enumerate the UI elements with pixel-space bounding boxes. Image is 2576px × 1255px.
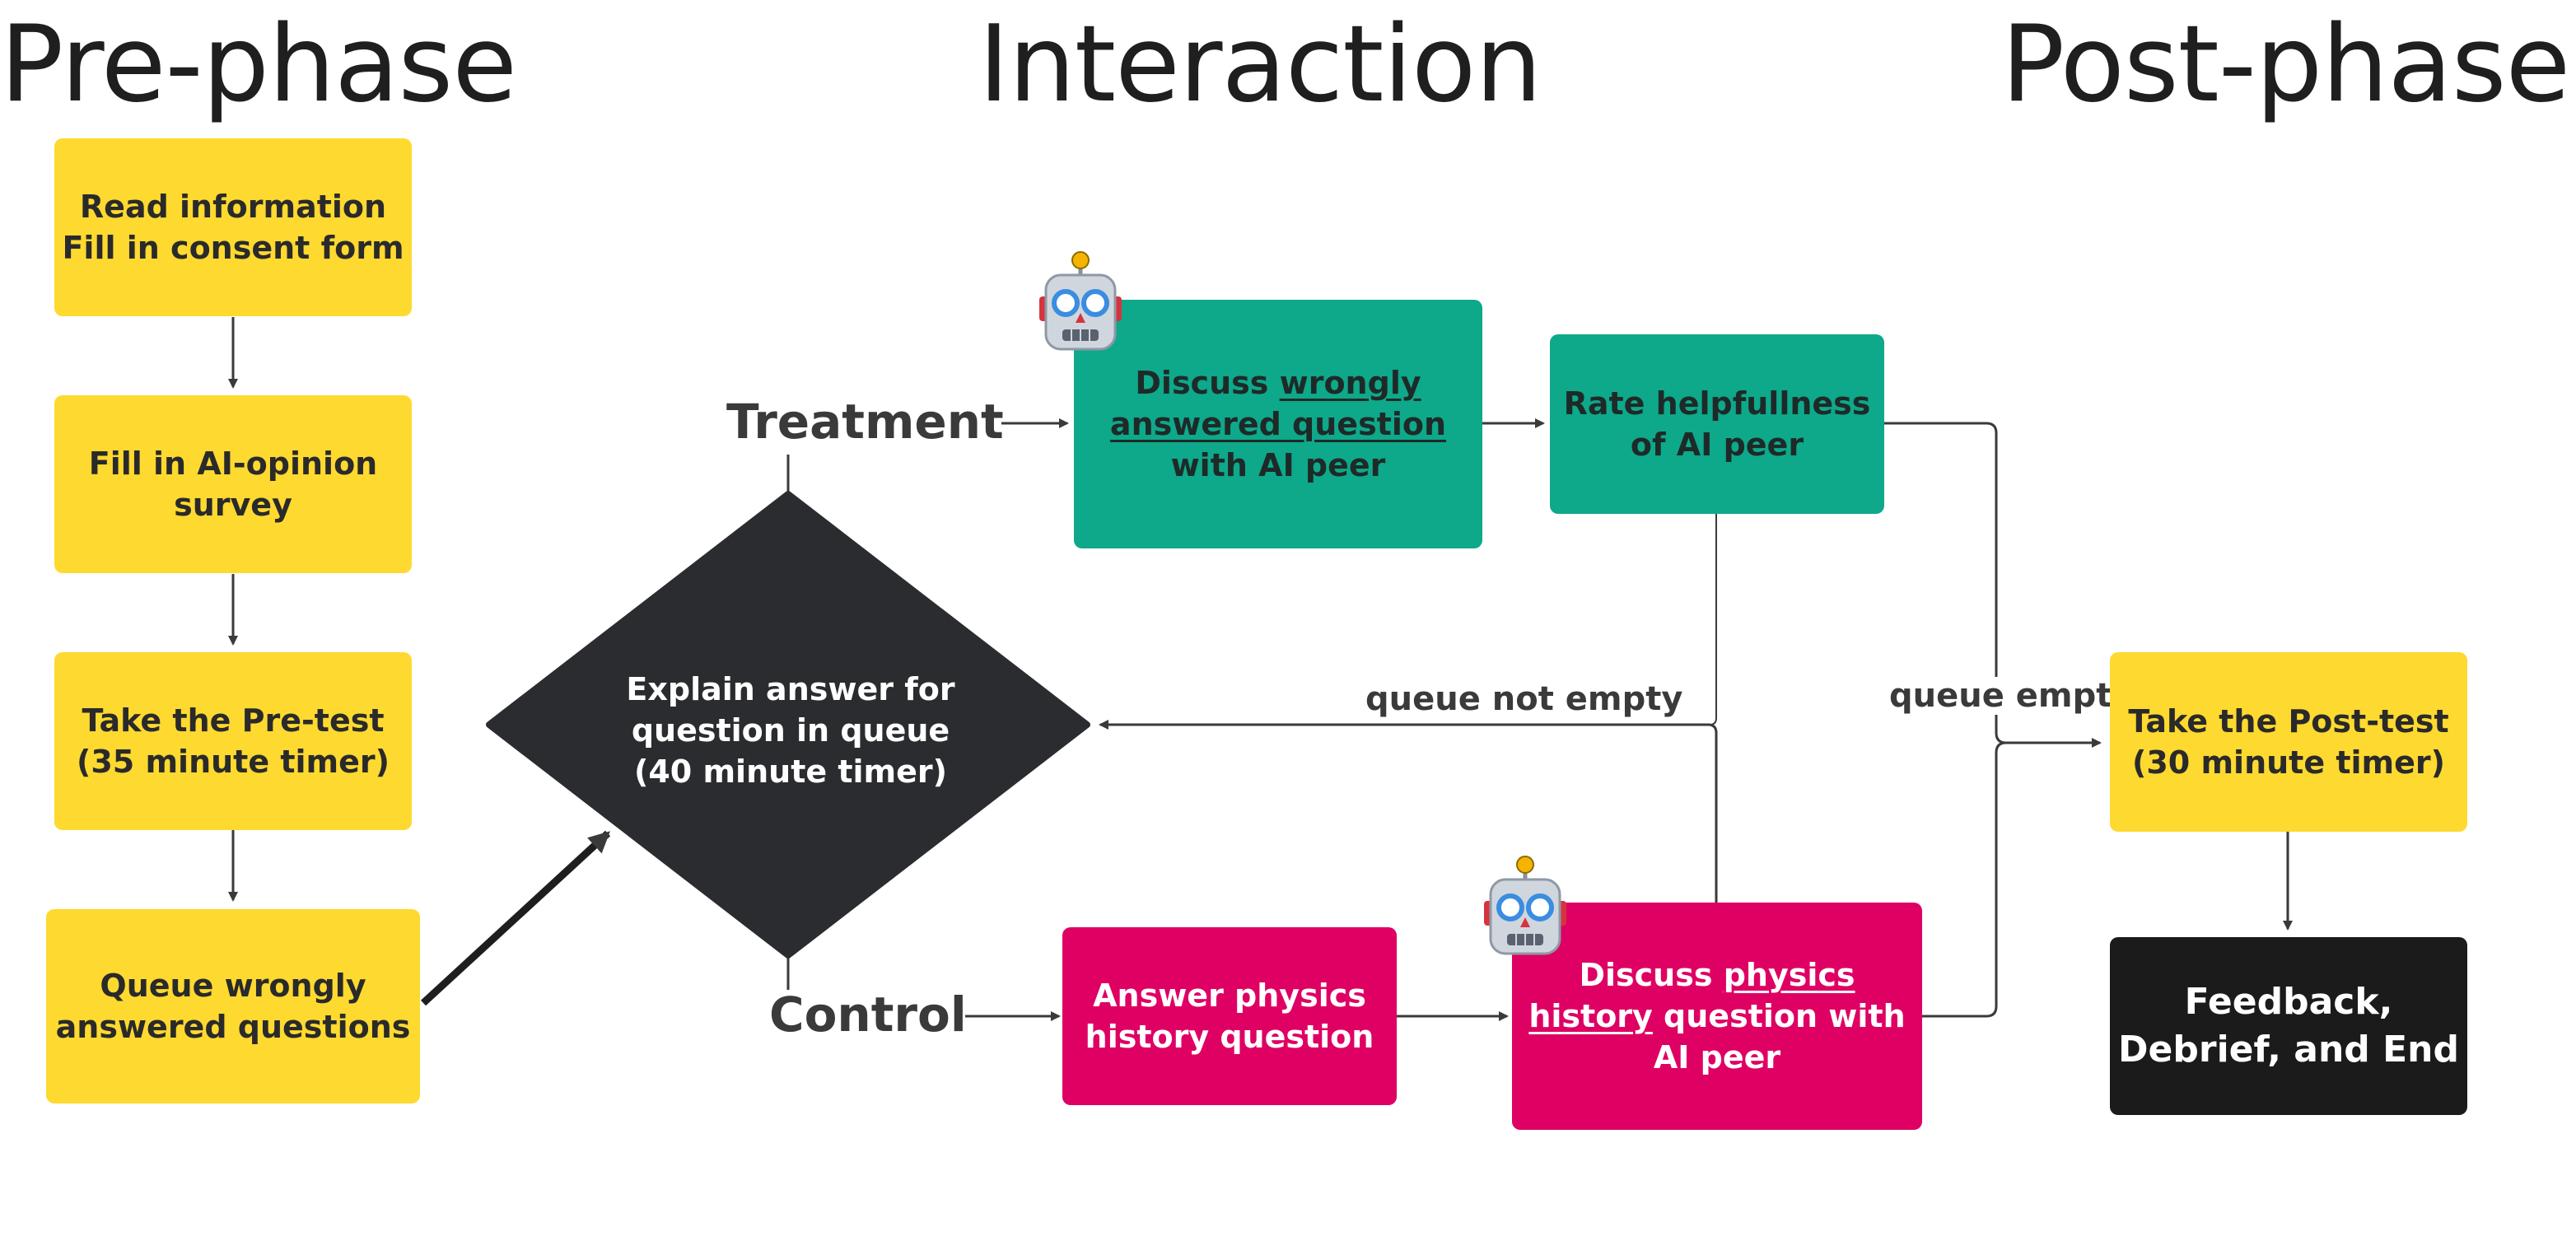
control-discuss-underlined-1: physics [1723, 957, 1855, 993]
treatment-label: Treatment [726, 394, 1004, 450]
decision-diamond [486, 491, 1090, 959]
control-discuss-suffix: question with [1652, 998, 1906, 1034]
box-queue-line-2: answered questions [55, 1009, 411, 1045]
treatment-discuss-line-2: answered question [1110, 404, 1446, 445]
control-discuss-line-1: Discuss physics [1579, 954, 1855, 996]
answer-line-1: Answer physics [1093, 977, 1366, 1014]
end-line-1: Feedback, [2184, 981, 2393, 1023]
box-control-discuss: Discuss physics history question with AI… [1512, 903, 1922, 1130]
treatment-discuss-line-3: with AI peer [1170, 447, 1386, 483]
control-discuss-underlined-2: history [1528, 998, 1653, 1034]
end-line-2: Debrief, and End [2118, 1029, 2459, 1071]
control-label: Control [769, 987, 967, 1043]
treatment-discuss-underlined-2: answered question [1109, 406, 1447, 442]
box-pretest: Take the Pre-test (35 minute timer) [54, 652, 412, 830]
diamond-label: Explain answer for question in queue (40… [626, 660, 954, 800]
diamond-line-3: (40 minute timer) [633, 753, 948, 790]
box-answer-physics-history: Answer physics history question [1062, 927, 1397, 1105]
box-pretest-line-2: (35 minute timer) [76, 744, 390, 780]
diamond-line-1: Explain answer for [626, 671, 955, 707]
rate-line-1: Rate helpfullness [1563, 385, 1871, 422]
control-discuss-line-3: AI peer [1653, 1039, 1781, 1075]
robot-icon [1039, 251, 1122, 351]
queue-empty-label: queue empty [1888, 677, 2135, 715]
heading-pre-phase: Pre-phase [0, 3, 517, 126]
arrow-queue-not-empty [1099, 720, 1718, 903]
box-consent-line-1: Read information [79, 189, 387, 225]
robot-icon [1484, 856, 1566, 955]
box-treatment-discuss: Discuss wrongly answered question with A… [1074, 300, 1482, 548]
posttest-line-1: Take the Post-test [2128, 703, 2449, 739]
diamond-line-2: question in queue [631, 712, 950, 749]
control-discuss-prefix: Discuss [1579, 957, 1724, 993]
box-queue-wrong-answers: Queue wrongly answered questions [46, 909, 420, 1103]
arrow-queue-to-diamond [420, 830, 611, 1006]
box-rate-helpfulness: Rate helpfullness of AI peer [1550, 334, 1884, 514]
queue-not-empty-label: queue not empty [1364, 680, 1685, 718]
posttest-line-2: (30 minute timer) [2131, 744, 2446, 781]
box-queue-line-1: Queue wrongly [100, 968, 366, 1004]
control-discuss-line-2: history question with [1528, 996, 1905, 1037]
line-rate-down [1705, 514, 1717, 725]
treatment-discuss-line-1: Discuss wrongly [1135, 362, 1421, 404]
heading-post-phase: Post-phase [2001, 3, 2570, 126]
box-posttest: Take the Post-test (30 minute timer) [2110, 652, 2467, 832]
treatment-discuss-prefix: Discuss [1135, 365, 1280, 401]
heading-interaction: Interaction [978, 3, 1542, 126]
box-consent-line-2: Fill in consent form [62, 230, 404, 266]
box-survey-line-1: Fill in AI-opinion [88, 446, 378, 482]
treatment-discuss-underlined-1: wrongly [1279, 365, 1421, 401]
rate-line-2: of AI peer [1630, 427, 1804, 463]
answer-line-2: history question [1085, 1019, 1374, 1055]
box-ai-opinion-survey: Fill in AI-opinion survey [54, 395, 412, 573]
box-consent: Read information Fill in consent form [54, 138, 412, 316]
box-feedback-end: Feedback, Debrief, and End [2110, 937, 2467, 1115]
box-pretest-line-1: Take the Pre-test [82, 702, 385, 739]
box-survey-line-2: survey [174, 487, 292, 523]
line-control-discuss-to-post [1922, 741, 2007, 1018]
